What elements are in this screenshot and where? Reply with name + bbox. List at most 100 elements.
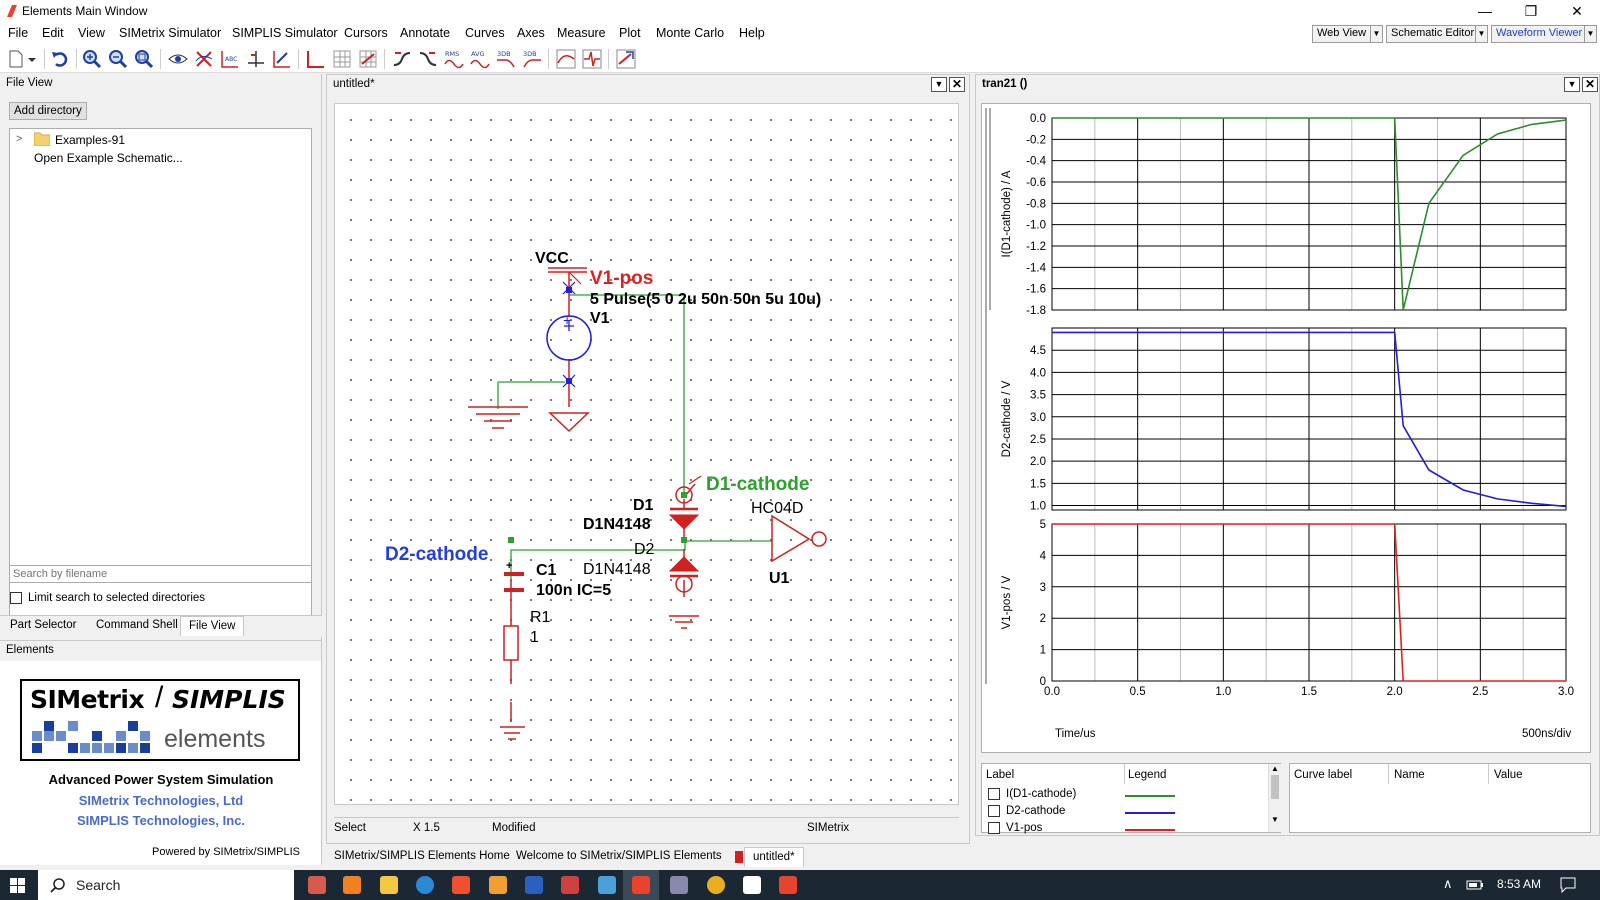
label-r1-value[interactable]: 1 <box>530 629 539 646</box>
tab-part-selector[interactable]: Part Selector <box>10 619 77 631</box>
limit-search-check-icon[interactable] <box>10 592 22 604</box>
menu-simetrix-simulator[interactable]: SIMetrix Simulator <box>119 26 222 40</box>
edge-icon[interactable] <box>416 876 434 894</box>
new-file-icon[interactable] <box>6 49 26 69</box>
3db-high-icon[interactable]: 3DB <box>496 49 516 69</box>
search-input[interactable] <box>9 565 312 583</box>
abc-icon[interactable]: ABC <box>220 49 240 69</box>
add-directory-button[interactable]: Add directory <box>9 102 87 120</box>
taskbar-active-app[interactable] <box>623 870 659 900</box>
label-d2-model[interactable]: D1N4148 <box>583 561 651 578</box>
maximize-button[interactable]: ❐ <box>1524 3 1538 19</box>
delete-curve-icon[interactable] <box>194 49 214 69</box>
zoom-in-icon[interactable] <box>82 49 102 69</box>
settings-icon[interactable] <box>616 49 636 69</box>
label-d1-cathode[interactable]: D1-cathode <box>706 474 810 495</box>
tab-welcome[interactable]: Welcome to SIMetrix/SIMPLIS Elements <box>516 850 722 862</box>
waveform-menu-icon[interactable]: ▼ <box>1564 77 1580 92</box>
notification-icon[interactable] <box>1560 877 1576 893</box>
grid-c-icon[interactable] <box>358 49 378 69</box>
taskbar-app-icon[interactable] <box>598 876 616 894</box>
new-grid-icon[interactable] <box>272 49 292 69</box>
schematic-close-icon[interactable]: ✕ <box>949 77 965 92</box>
menu-curves[interactable]: Curves <box>465 26 505 40</box>
tab-command-shell[interactable]: Command Shell <box>96 619 178 631</box>
menu-cursors[interactable]: Cursors <box>344 26 388 40</box>
dropdown-icon[interactable] <box>26 49 38 69</box>
grid-b-icon[interactable] <box>332 49 352 69</box>
battery-icon[interactable] <box>1466 878 1484 892</box>
label-vcc[interactable]: VCC <box>535 250 569 267</box>
label-pulse[interactable]: 5 Pulse(5 0 2u 50n 50n 5u 10u) <box>590 291 822 308</box>
legend-check-icon[interactable] <box>988 788 1000 800</box>
fall-time-icon[interactable] <box>392 49 412 69</box>
zoom-fit-icon[interactable] <box>134 49 154 69</box>
waveform-close-icon[interactable]: ✕ <box>1582 77 1598 92</box>
add-axis-icon[interactable] <box>246 49 266 69</box>
rise-time-icon[interactable] <box>418 49 438 69</box>
chevron-up-icon[interactable]: ∧ <box>1443 876 1453 891</box>
menu-measure[interactable]: Measure <box>557 26 606 40</box>
legend-row-i-d1[interactable]: I(D1-cathode) <box>988 788 1076 800</box>
eye-icon[interactable] <box>168 49 188 69</box>
schematic-canvas[interactable]: VCC V1-pos 5 Pulse(5 0 2u 50n 50n 5u 10u… <box>334 103 959 805</box>
tab-file-view[interactable]: File View <box>180 616 245 636</box>
taskbar-search-box[interactable]: Search <box>38 870 294 900</box>
close-button[interactable]: ✕ <box>1571 3 1583 19</box>
label-v1[interactable]: V1 <box>590 310 610 327</box>
label-c1[interactable]: C1 <box>536 562 557 579</box>
menu-annotate[interactable]: Annotate <box>400 26 451 40</box>
taskbar-app-icon[interactable] <box>343 876 361 894</box>
label-d2[interactable]: D2 <box>634 541 655 558</box>
brave-icon[interactable] <box>452 876 470 894</box>
menu-view[interactable]: View <box>78 26 105 40</box>
label-d1[interactable]: D1 <box>633 497 654 514</box>
rms-icon[interactable]: RMS <box>444 49 464 69</box>
fft-icon[interactable] <box>556 49 576 69</box>
word-icon[interactable] <box>525 876 543 894</box>
menu-edit[interactable]: Edit <box>42 26 64 40</box>
minimize-button[interactable]: — <box>1478 3 1492 19</box>
pulse-icon[interactable] <box>582 49 602 69</box>
waveform-viewer-dropdown-icon[interactable]: ▼ <box>1584 25 1597 43</box>
legend-check-icon[interactable] <box>988 822 1000 834</box>
menu-file[interactable]: File <box>8 26 29 40</box>
v1-source-symbol[interactable] <box>546 315 592 361</box>
chrome-icon[interactable] <box>707 876 725 894</box>
c1-capacitor-symbol[interactable] <box>504 572 524 592</box>
taskbar-app-icon[interactable] <box>743 876 761 894</box>
zoom-out-icon[interactable] <box>108 49 128 69</box>
taskbar-app-icon[interactable] <box>489 876 507 894</box>
label-c1-value[interactable]: 100n IC=5 <box>536 582 612 599</box>
folder-icon[interactable] <box>380 876 398 894</box>
menu-monte-carlo[interactable]: Monte Carlo <box>656 26 725 40</box>
tab-untitled[interactable]: untitled* <box>744 847 804 867</box>
menu-simplis-simulator[interactable]: SIMPLIS Simulator <box>232 26 338 40</box>
menu-help[interactable]: Help <box>739 26 765 40</box>
tree-item-examples[interactable]: Examples-91 <box>55 133 126 147</box>
grid-a-icon[interactable] <box>306 49 326 69</box>
taskbar-app-icon[interactable] <box>308 876 326 894</box>
label-u1[interactable]: U1 <box>769 570 790 587</box>
schematic-menu-icon[interactable]: ▼ <box>931 77 947 92</box>
legend-check-icon[interactable] <box>988 805 1000 817</box>
legend-row-v1[interactable]: V1-pos <box>988 822 1042 834</box>
tab-elements-home[interactable]: SIMetrix/SIMPLIS Elements Home <box>334 850 510 862</box>
menu-axes[interactable]: Axes <box>517 26 545 40</box>
schematic-editor-dropdown-icon[interactable]: ▼ <box>1475 25 1488 43</box>
3db-low-icon[interactable]: 3DB <box>522 49 542 69</box>
tree-expander-icon[interactable]: > <box>16 133 23 145</box>
avg-icon[interactable]: AVG <box>470 49 490 69</box>
label-d1-model[interactable]: D1N4148 <box>583 516 651 533</box>
web-view-dropdown-icon[interactable]: ▼ <box>1370 25 1383 43</box>
tree-item-open-example[interactable]: Open Example Schematic... <box>34 151 183 165</box>
taskbar-app-icon[interactable] <box>561 876 579 894</box>
waveform-viewer-button[interactable]: Waveform Viewer <box>1491 25 1588 43</box>
menu-plot[interactable]: Plot <box>619 26 641 40</box>
legend-scrollbar[interactable]: ▲ ▼ <box>1268 764 1281 832</box>
taskbar-app-icon[interactable] <box>670 876 688 894</box>
d2-diode-symbol[interactable] <box>668 556 700 572</box>
simetrix-taskbar-icon[interactable] <box>779 876 797 894</box>
web-view-button[interactable]: Web View <box>1312 25 1372 43</box>
